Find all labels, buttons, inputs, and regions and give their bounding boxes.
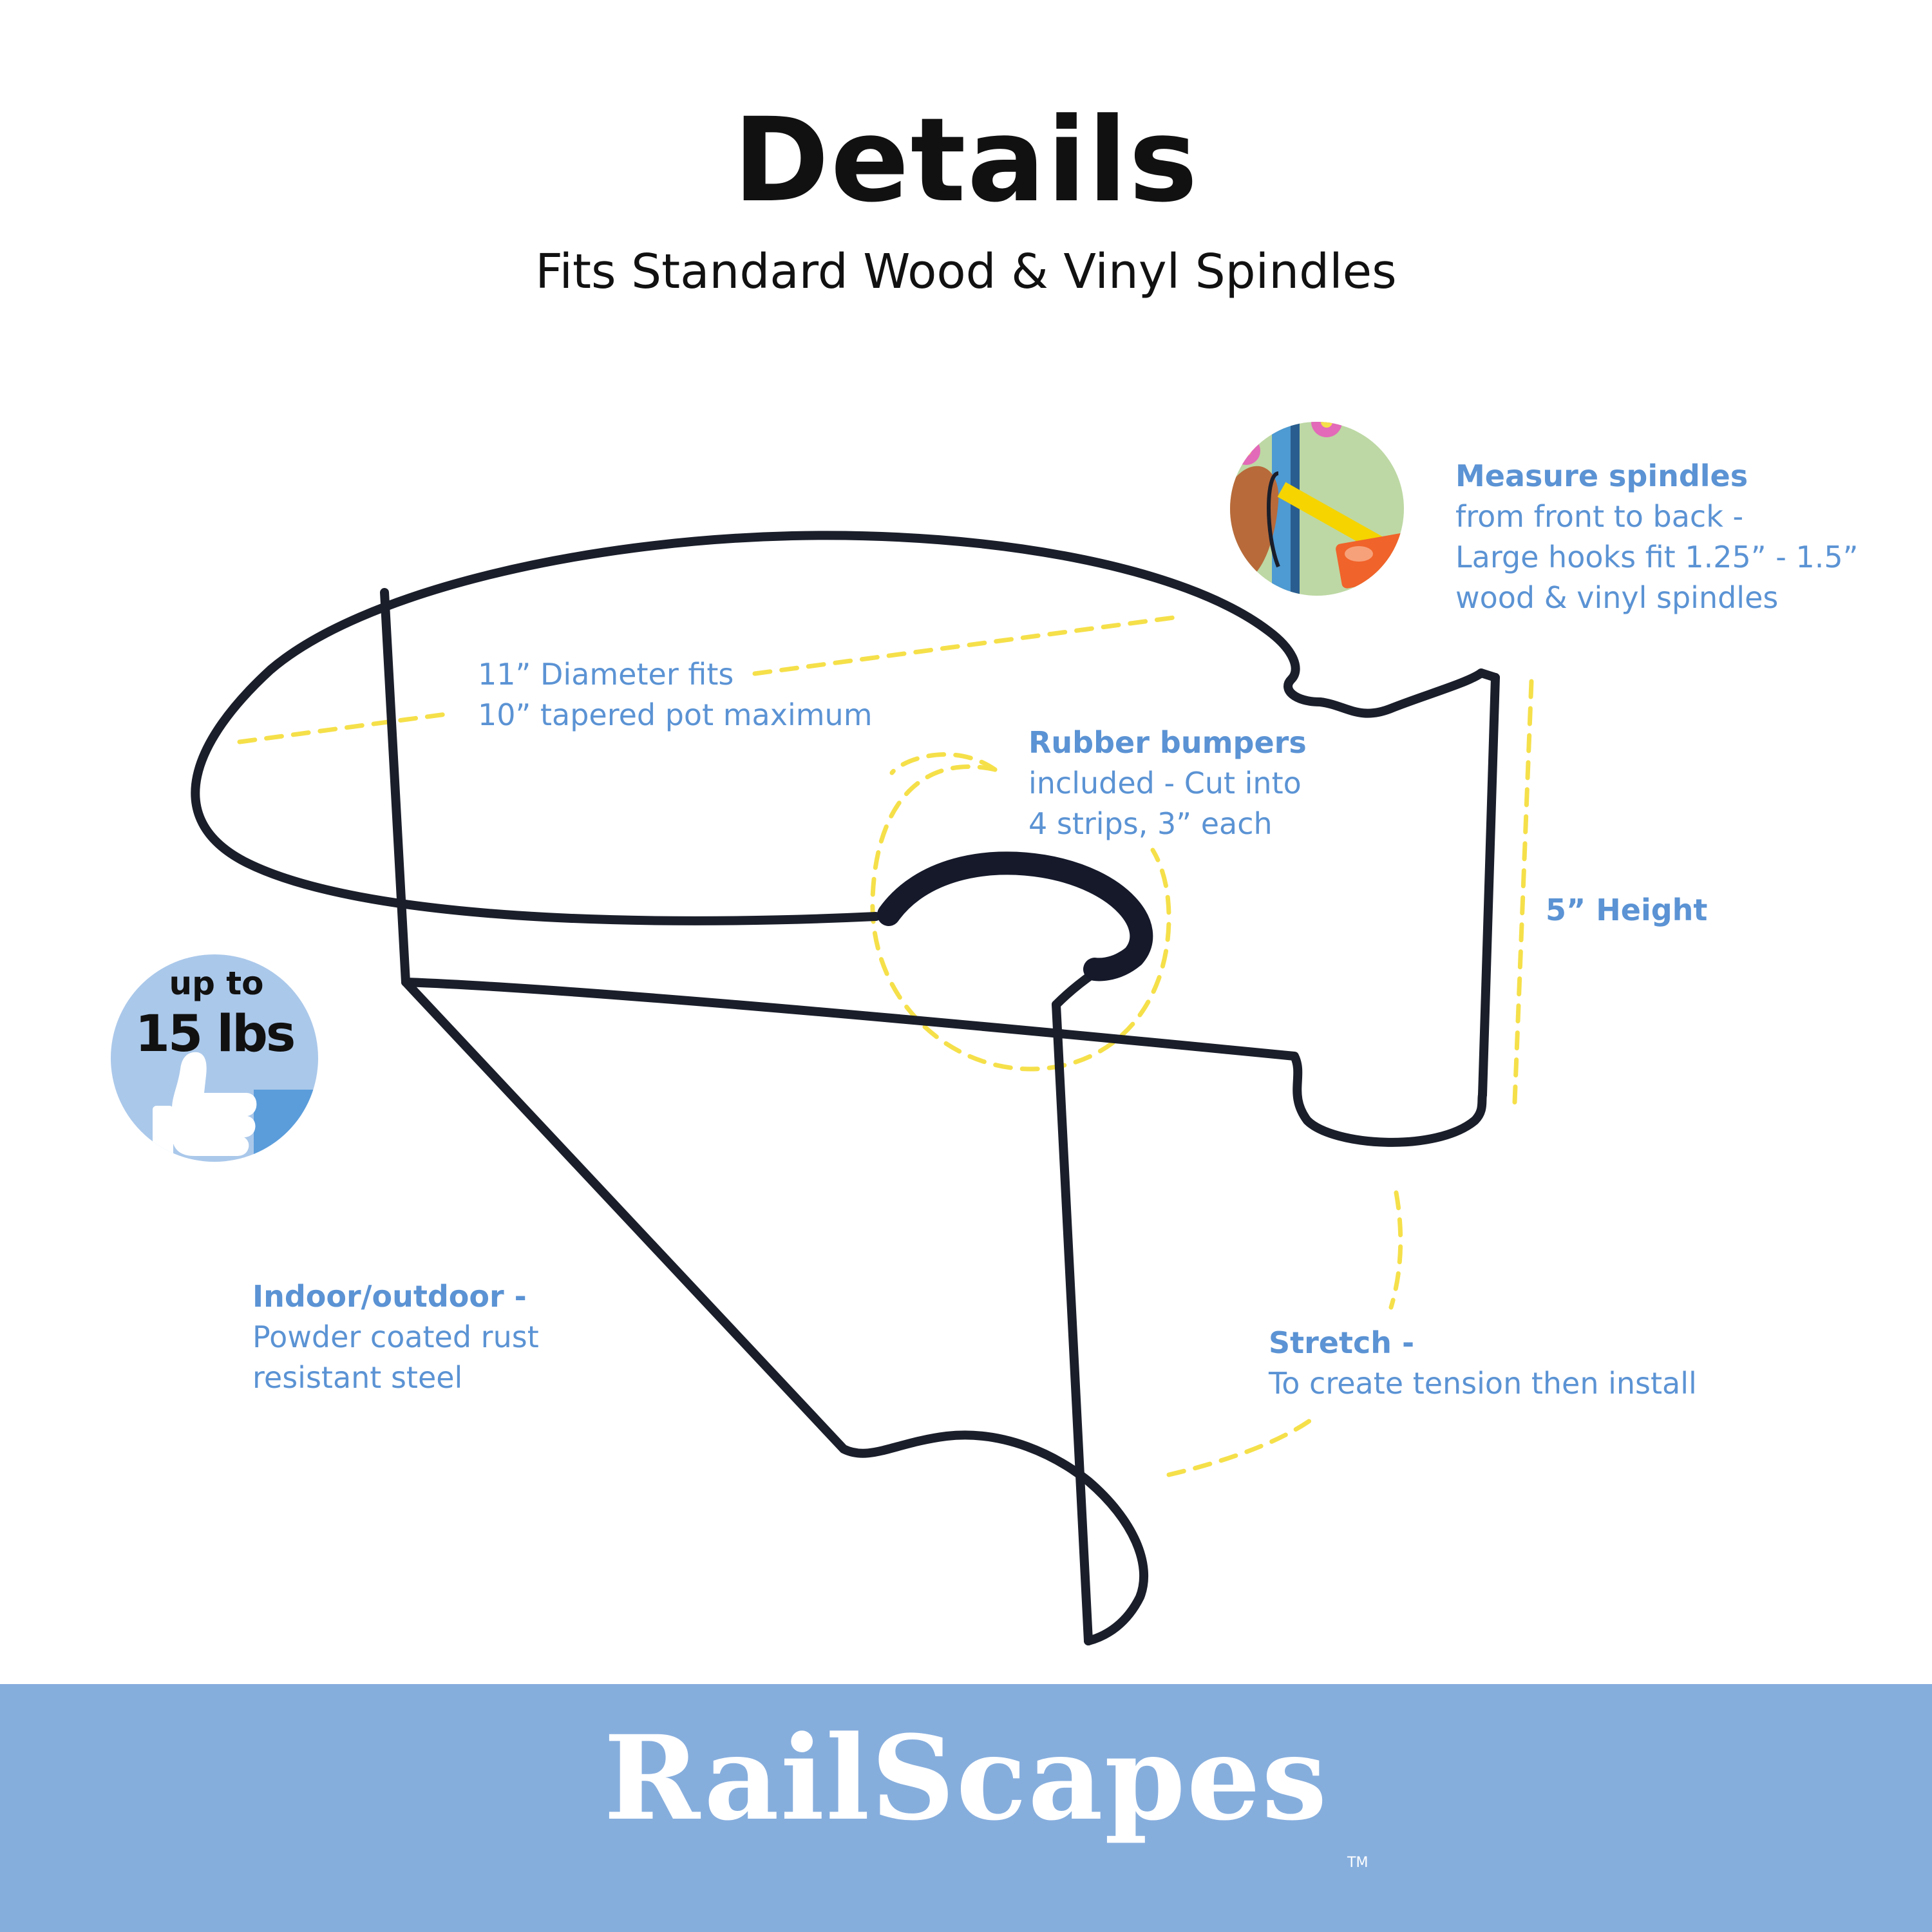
leader-stretch: [1388, 1190, 1403, 1310]
callout-bumpers-title: Rubber bumpers: [1028, 725, 1307, 760]
leader-height: [1512, 679, 1534, 1105]
leader-diameter-right: [752, 614, 1181, 676]
callout-measure-line: from front to back -: [1455, 499, 1744, 534]
callout-height: 5” Height: [1546, 890, 1707, 931]
callout-stretch-title: Stretch -: [1269, 1325, 1415, 1360]
right-post: [1478, 673, 1500, 1099]
trademark-mark: TM: [1347, 1855, 1368, 1871]
product-illustration: [191, 422, 1534, 1645]
callout-measure-line: Large hooks fit 1.25” - 1.5”: [1455, 540, 1859, 574]
callout-bumpers: Rubber bumpers included - Cut into 4 str…: [1028, 723, 1307, 844]
callout-stretch: Stretch - To create tension then install: [1269, 1323, 1697, 1404]
leader-stretch-low: [1166, 1413, 1320, 1477]
callout-indoor-line: resistant steel: [252, 1360, 463, 1395]
bottom-bar: [401, 978, 1487, 1147]
callout-diameter: 11” Diameter fits 10” tapered pot maximu…: [478, 654, 873, 735]
badge-weight-text: 15 lbs: [135, 1005, 296, 1063]
top-ring: [191, 531, 1486, 925]
callout-height-title: 5” Height: [1546, 893, 1708, 927]
callout-measure-line: wood & vinyl spindles: [1455, 580, 1779, 615]
leader-bumper-circle: [889, 752, 998, 775]
callout-indoor: Indoor/outdoor - Powder coated rust resi…: [252, 1276, 539, 1398]
weight-badge: up to 15 lbs: [111, 954, 318, 1162]
leader-bumper-arc: [870, 764, 1171, 1072]
rubber-bumper: [877, 851, 1153, 981]
callout-bumpers-line: 4 strips, 3” each: [1028, 806, 1273, 841]
callout-diameter-line: 11” Diameter fits: [478, 657, 734, 692]
callout-indoor-line: Powder coated rust: [252, 1320, 539, 1354]
wire-frame: [191, 531, 1500, 1645]
left-post: [380, 588, 410, 987]
page-subtitle: Fits Standard Wood & Vinyl Spindles: [535, 244, 1397, 299]
callout-indoor-title: Indoor/outdoor -: [252, 1279, 527, 1314]
measure-illustration: [1230, 422, 1404, 596]
leader-diameter-left: [237, 711, 453, 744]
leader-lines: [237, 614, 1534, 1477]
footer-band: [0, 1684, 1932, 1932]
callout-stretch-line: To create tension then install: [1269, 1366, 1697, 1401]
page-title: Details: [733, 93, 1199, 228]
callout-measure-title: Measure spindles: [1455, 459, 1748, 493]
callout-measure: Measure spindles from front to back - La…: [1455, 456, 1858, 618]
callout-diameter-line: 10” tapered pot maximum: [478, 697, 873, 732]
badge-top-text: up to: [169, 965, 264, 1002]
brand-logo-text: RailScapes: [603, 1710, 1329, 1846]
front-post: [1052, 1000, 1093, 1645]
thumbs-up-icon: [153, 1052, 318, 1162]
callout-bumpers-line: included - Cut into: [1028, 766, 1302, 800]
